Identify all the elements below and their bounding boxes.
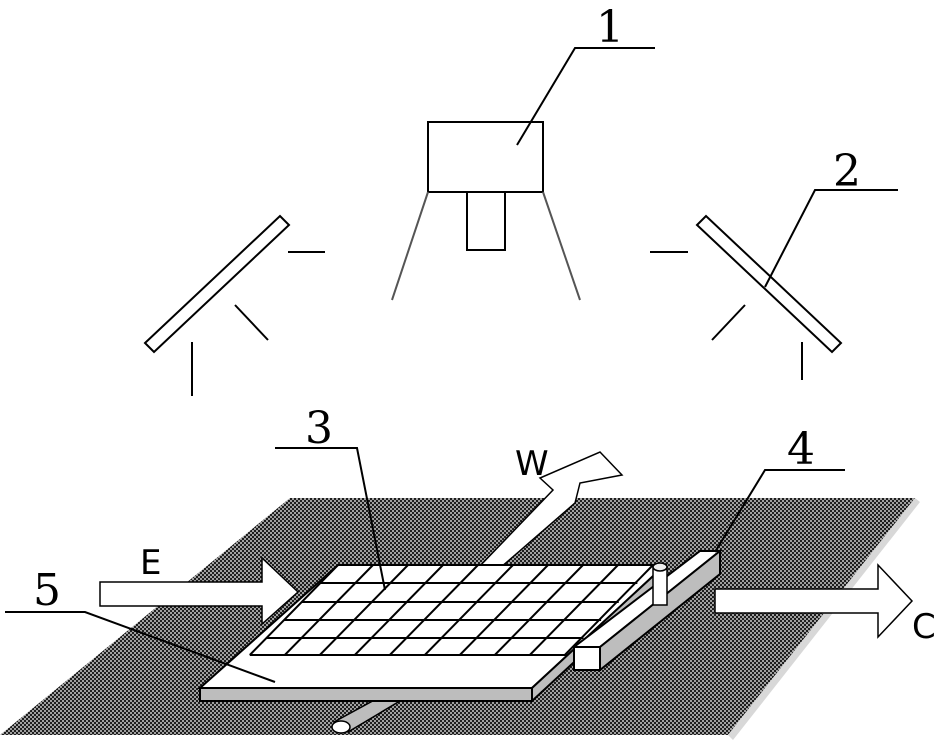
grid-cells xyxy=(249,564,655,656)
light-ray xyxy=(711,304,746,341)
grid-column-line xyxy=(389,564,479,656)
camera-leg-left xyxy=(391,191,429,301)
leader-line-3 xyxy=(275,447,386,591)
leader-line-2 xyxy=(764,189,898,288)
label-e: E xyxy=(140,543,161,583)
light-source-left xyxy=(143,214,325,396)
leader-line-1 xyxy=(516,47,655,146)
ground-edge-shadow xyxy=(728,498,920,740)
label-c: C xyxy=(912,607,936,647)
light-source-right xyxy=(650,214,843,380)
camera xyxy=(391,121,581,301)
label-3: 3 xyxy=(305,403,333,454)
light-panel-right xyxy=(695,214,843,354)
label-2: 2 xyxy=(833,146,861,197)
grid-column-line xyxy=(249,564,339,656)
sensor-post xyxy=(652,562,668,606)
arrow-w xyxy=(476,451,624,569)
grid-column-line xyxy=(284,564,374,656)
light-ray xyxy=(234,304,269,341)
grid-column-line xyxy=(529,564,619,656)
label-w: W xyxy=(515,444,549,484)
light-panel-left xyxy=(143,214,291,354)
grid-column-line xyxy=(354,564,444,656)
camera-leg-right xyxy=(542,191,581,301)
arrow-e xyxy=(99,556,300,626)
grid-column-line xyxy=(424,564,514,656)
rail-end xyxy=(573,646,601,671)
label-5: 5 xyxy=(33,565,61,616)
plate-front xyxy=(199,687,533,702)
arrow-c xyxy=(714,563,914,639)
grid-column-line xyxy=(494,564,584,656)
pipe-end xyxy=(331,720,351,734)
label-1: 1 xyxy=(596,2,624,53)
grid-column-line xyxy=(459,564,549,656)
grid-column-line xyxy=(319,564,409,656)
camera-lens xyxy=(466,191,506,251)
grid-column-line xyxy=(564,564,654,656)
camera-body xyxy=(427,121,544,193)
leader-line-5 xyxy=(5,611,276,683)
label-4: 4 xyxy=(787,424,815,475)
leader-line-4 xyxy=(714,469,845,553)
